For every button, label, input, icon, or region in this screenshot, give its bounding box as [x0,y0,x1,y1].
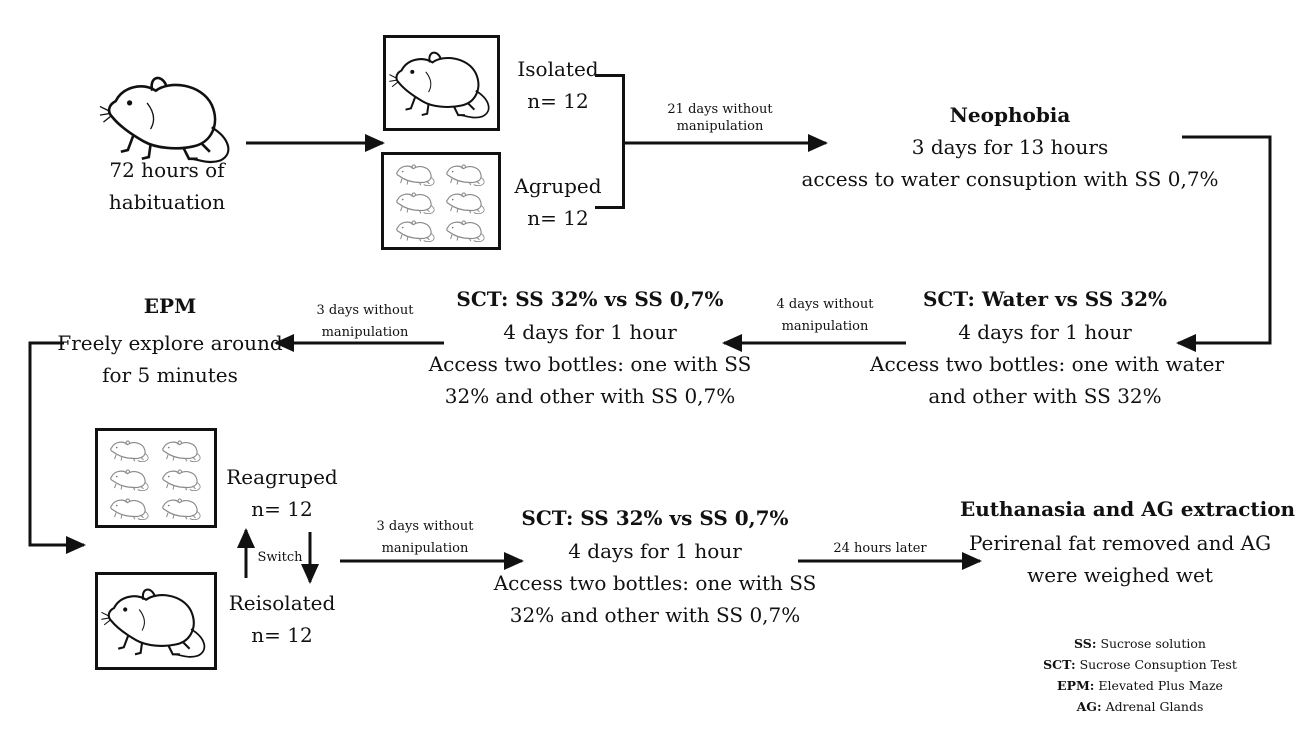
legend-text: Adrenal Glands [1105,699,1204,714]
arrow-24-hours-label: 24 hours later [833,541,927,556]
reisolated-rat-box [95,572,217,670]
arrow-neophobia-to-sct-water [1176,135,1272,352]
isolated-label: Isolated [517,57,599,81]
sct-ss-second-line2: Access two bottles: one with SS [493,571,817,595]
reagruped-n: n= 12 [251,497,313,521]
euthanasia-line2: were weighed wet [1027,563,1213,587]
legend-abbr: SS: [1074,636,1097,651]
reagruped-label: Reagruped [226,465,338,489]
arrow-3-days-top-line2: manipulation [321,325,409,340]
arrow-epm-to-regroup [28,341,86,554]
neophobia-line2: access to water consuption with SS 0,7% [801,167,1219,191]
switch-label: Switch [257,550,303,565]
bracket-bottom [595,206,625,209]
agruped-n: n= 12 [527,206,589,230]
epm-line2: for 5 minutes [102,363,238,387]
legend-abbr: SCT: [1043,657,1076,672]
sct-ss-second-line3: 32% and other with SS 0,7% [509,603,801,627]
neophobia-line1: 3 days for 13 hours [911,135,1109,159]
arrow-3-days-bottom-line2: manipulation [381,541,469,556]
reisolated-n: n= 12 [251,623,313,647]
legend-item: AG: Adrenal Glands [1010,696,1270,717]
sct-water-line3: and other with SS 32% [928,384,1162,408]
reisolated-label: Reisolated [228,591,336,615]
grouped-rats-box [381,152,501,250]
agruped-label: Agruped [514,174,602,198]
habituation-label-line2: habituation [108,190,226,214]
sct-ss-first-line2: Access two bottles: one with SS [428,352,752,376]
sct-ss-first-title: SCT: SS 32% vs SS 0,7% [456,287,724,311]
sct-ss-first-line1: 4 days for 1 hour [503,320,677,344]
sct-water-line1: 4 days for 1 hour [958,320,1132,344]
legend-text: Elevated Plus Maze [1098,678,1223,693]
euthanasia-line1: Perirenal fat removed and AG [968,531,1272,555]
isolated-rat-box [383,35,500,131]
arrow-3-days-bottom-line1: 3 days without [376,519,474,534]
sct-water-title: SCT: Water vs SS 32% [922,287,1168,311]
regrouped-rats-box [95,428,217,528]
epm-line1: Freely explore around [57,331,283,355]
euthanasia-title: Euthanasia and AG extraction [960,497,1296,521]
legend-item: SCT: Sucrose Consuption Test [1010,654,1270,675]
arrow-4-days-line1: 4 days without [776,297,874,312]
sct-water-line2: Access two bottles: one with water [870,352,1225,376]
isolated-n: n= 12 [527,89,589,113]
sct-ss-first-line3: 32% and other with SS 0,7% [444,384,736,408]
sct-ss-second-line1: 4 days for 1 hour [568,539,742,563]
legend-text: Sucrose Consuption Test [1079,657,1237,672]
arrow-4-days-line2: manipulation [781,319,869,334]
habituation-label-line1: 72 hours of [109,158,225,182]
legend-abbr: EPM: [1057,678,1095,693]
arrow-21-days-line1: 21 days without [667,102,773,117]
arrow-3-days-top-line1: 3 days without [316,303,414,318]
neophobia-title: Neophobia [949,103,1071,127]
sct-ss-second-title: SCT: SS 32% vs SS 0,7% [521,506,789,530]
legend-item: EPM: Elevated Plus Maze [1010,675,1270,696]
legend-item: SS: Sucrose solution [1010,633,1270,654]
arrow-21-days-line2: manipulation [676,119,764,134]
bracket-top [595,74,625,77]
epm-title: EPM [143,294,197,318]
legend-text: Sucrose solution [1100,636,1206,651]
legend-abbr: AG: [1076,699,1102,714]
bracket-vertical [622,74,625,209]
